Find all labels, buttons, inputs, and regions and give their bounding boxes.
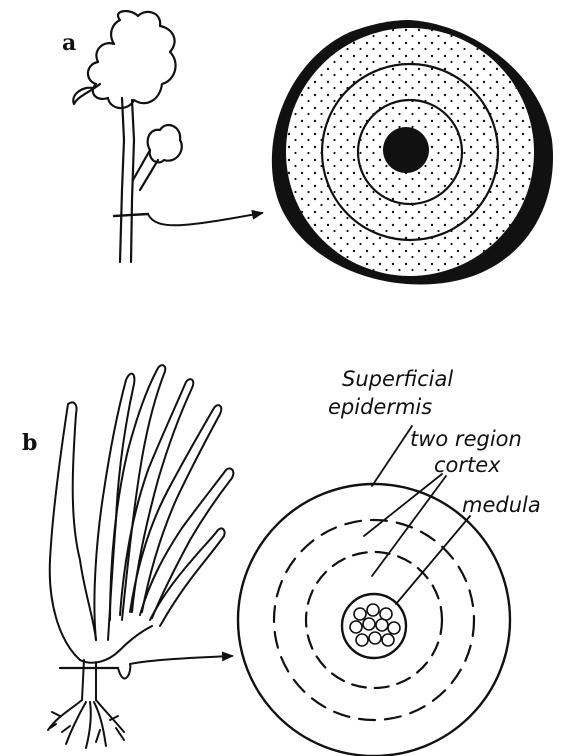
label-epidermis: epidermis [328, 395, 432, 419]
panel-b-letter: b [22, 430, 37, 456]
arrow-b [118, 656, 232, 679]
panel-b: b [22, 365, 541, 756]
rhizome-cross-section [238, 484, 510, 756]
label-superficial: Superficial [342, 367, 453, 391]
label-medula: medula [462, 493, 541, 517]
stem-cross-section [272, 20, 553, 284]
fern-like-plant [48, 365, 233, 748]
leader-epidermis [372, 426, 412, 486]
arrow-a [148, 213, 262, 225]
label-two-region: two region [410, 427, 522, 451]
panel-a: a [62, 11, 553, 284]
panel-a-letter: a [62, 30, 76, 56]
label-cortex: cortex [434, 453, 501, 477]
vascular-bundles [350, 604, 400, 646]
pith-core [383, 127, 429, 173]
